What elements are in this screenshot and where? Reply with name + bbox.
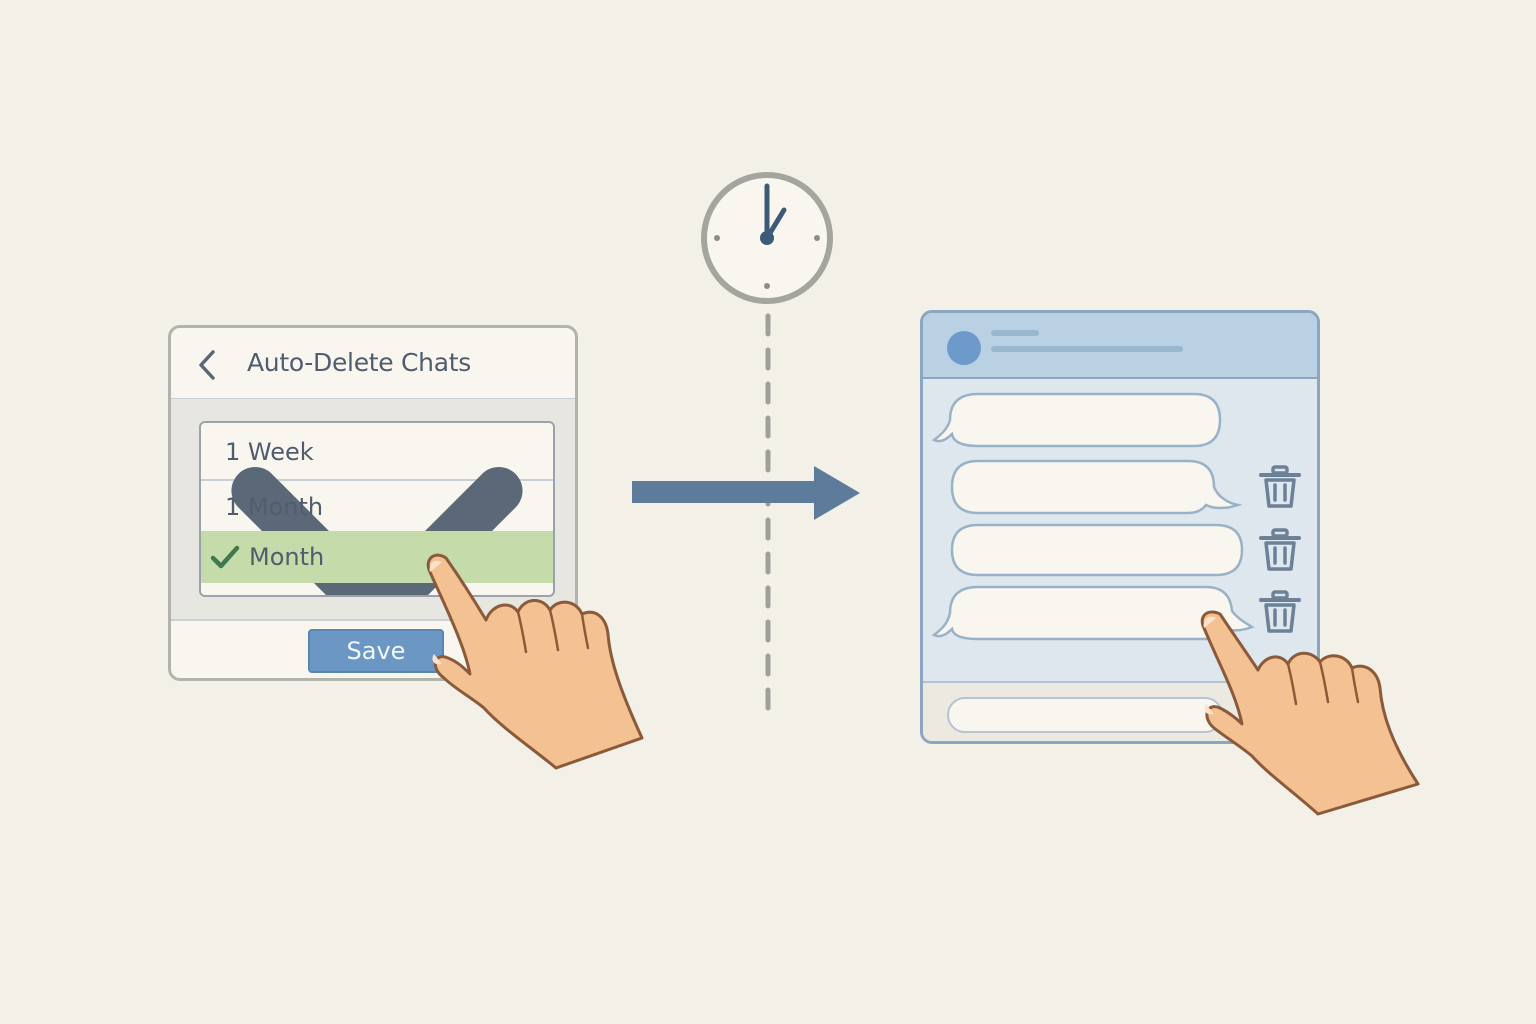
panel-header: Auto-Delete Chats [171, 328, 575, 400]
auto-delete-settings-panel: Auto-Delete Chats 1 Week 1 Month Month S… [168, 325, 578, 681]
message-bubble[interactable] [948, 521, 1248, 579]
pointing-hand-icon [1200, 610, 1420, 816]
selected-value-label: 1 Week [225, 438, 314, 466]
duration-dropdown[interactable]: 1 Week 1 Month Month [199, 421, 555, 597]
option-label: Month [249, 543, 325, 571]
pointing-hand-icon [426, 553, 644, 770]
trash-icon[interactable] [1258, 527, 1302, 573]
dropdown-option-highlighted[interactable]: Month [201, 531, 553, 583]
option-label: 1 Month [225, 493, 324, 521]
trash-icon[interactable] [1258, 464, 1302, 510]
page-title: Auto-Delete Chats [247, 348, 471, 377]
message-bubble[interactable] [948, 457, 1242, 517]
chat-header [923, 313, 1317, 379]
chat-name-placeholder [991, 330, 1039, 336]
clock-icon [701, 172, 833, 304]
message-bubble[interactable] [930, 390, 1230, 450]
save-button[interactable]: Save [308, 629, 444, 673]
timeline-divider [765, 313, 771, 723]
arrow-right-icon [632, 466, 860, 520]
avatar [947, 331, 981, 365]
message-bubble[interactable] [930, 583, 1256, 645]
trash-icon[interactable] [1258, 589, 1302, 635]
chevron-left-icon[interactable] [193, 348, 221, 382]
check-icon [210, 545, 240, 569]
chat-status-placeholder [991, 346, 1183, 352]
dropdown-option[interactable]: 1 Month [201, 481, 553, 531]
message-input[interactable] [947, 697, 1223, 733]
dropdown-selected-value[interactable]: 1 Week [201, 423, 553, 595]
